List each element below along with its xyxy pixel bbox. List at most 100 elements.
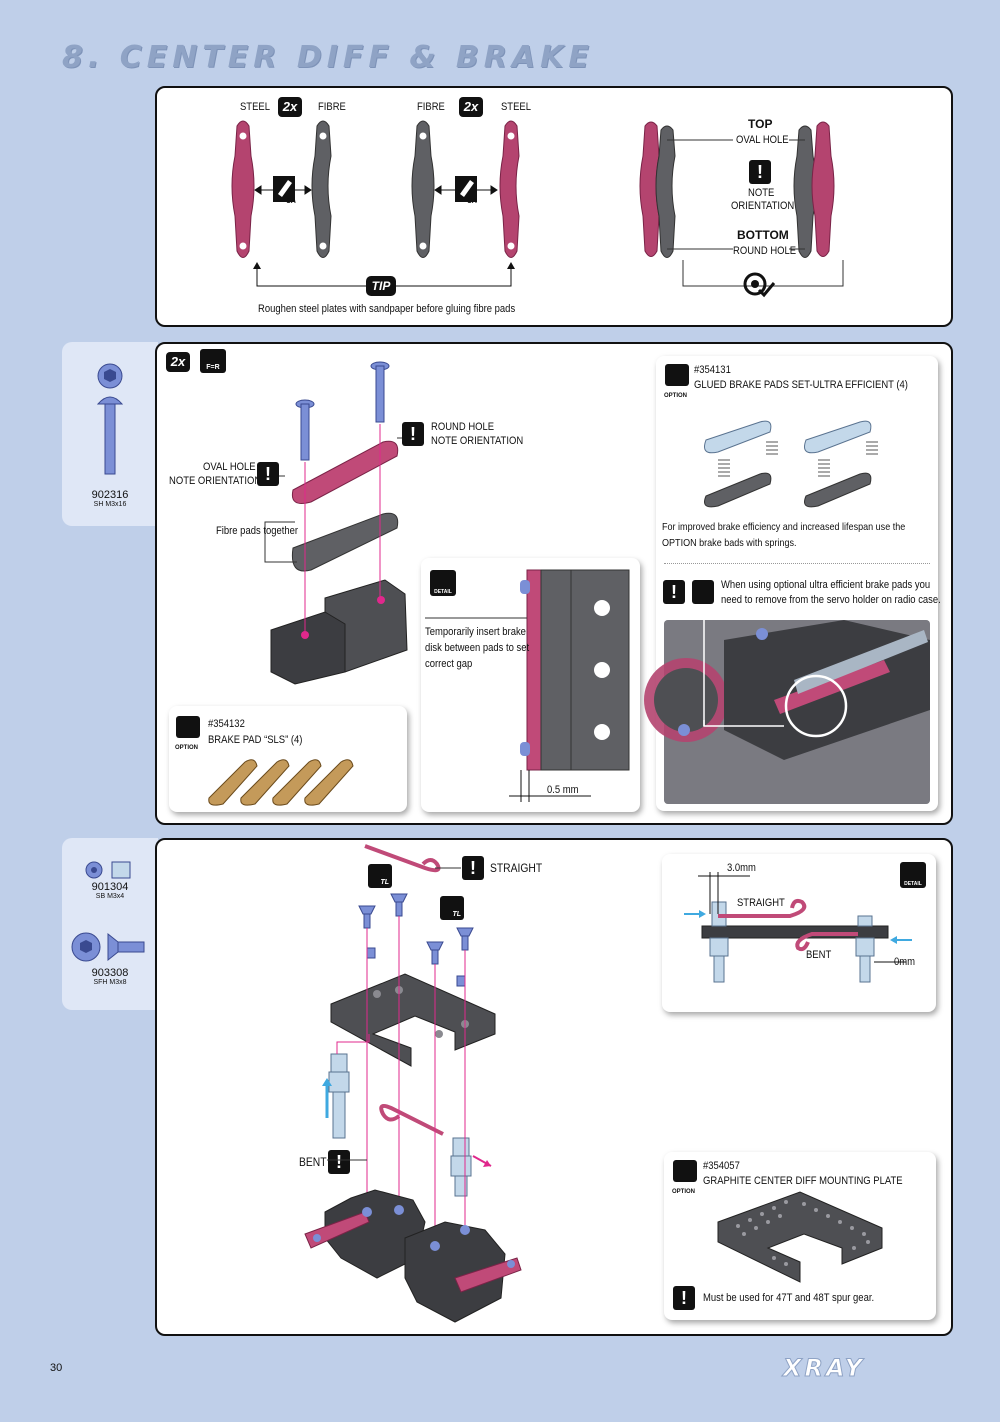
detail-text-1: Temporarily insert brake [425,626,526,638]
part-903308: 903308 SFH M3x8 [78,967,142,986]
fibre-label-right: FIBRE [417,101,445,113]
oval-hole-label: OVAL HOLE [736,134,789,146]
steel-label-left: STEEL [240,101,270,113]
option2-code: #354132 [208,718,245,730]
glue-bottle-icon [273,176,477,202]
option1-code: #354131 [694,364,731,376]
option-note: Must be used for 47T and 48T spur gear. [703,1292,875,1304]
fibre-plate-right [411,120,435,258]
fibre-label-left: FIBRE [318,101,346,113]
brake-gap-illustration [425,569,630,802]
straight-label: STRAIGHT [490,861,543,875]
option-code: #354057 [703,1160,740,1172]
warning-text-2: need to remove from the servo holder on … [721,594,941,606]
part-description: SH M3x16 [93,501,127,508]
warning-icon: ! [673,1286,695,1310]
dimension-3mm: 3.0mm [727,862,756,874]
bent-label: BENT [299,1155,327,1169]
front-rear-icon: F=R [200,349,226,373]
fibre-plate-left [311,120,332,258]
thread-lock-icon: TL [440,896,464,920]
option-name: GRAPHITE CENTER DIFF MOUNTING PLATE [703,1175,903,1187]
option2-name: BRAKE PAD “SLS” (4) [208,734,303,746]
check-gear-icon [743,272,776,298]
thumbs-up-option-icon [665,364,689,386]
detail-magnifier-icon: DETAIL [900,862,926,888]
assembled-pads-right [793,121,835,258]
fr-label: F=R [206,364,220,371]
round-hole-note: NOTE ORIENTATION [431,435,524,447]
separator [664,563,930,564]
glued-pads-with-springs-illustration [704,420,878,508]
note-label: NOTE [748,187,775,199]
part-901304: 901304 SB M3x4 [78,881,142,900]
diff-mount-blocks [304,1189,522,1323]
detail-magnifier-icon: DETAIL [430,570,456,596]
center-diff-mount-exploded-illustration [304,844,522,1323]
brake-rod-straight [364,844,441,873]
screwdriver-icon [692,580,714,604]
bottom-label: BOTTOM [737,228,789,242]
tl-label: TL [452,911,461,918]
detail-text-3: correct gap [425,658,473,670]
rod-detail-illustration [684,872,912,983]
button-head-screw-icon [96,363,124,475]
orientation-label: ORIENTATION [731,200,795,212]
brake-pad-exploded-illustration [261,361,408,685]
servo-holder-photo [644,620,930,804]
top-label: TOP [748,117,773,131]
quantity-2x-badge: 2x [166,352,190,372]
gap-dimension: 0.5 mm [547,784,579,796]
page-title: 8. CENTER DIFF & BRAKE [62,40,594,75]
option-label: OPTION [672,1189,696,1195]
thumbs-up-option-icon [176,716,200,738]
thumbs-up-option-icon [673,1160,697,1182]
option-label: OPTION [175,745,199,751]
detail-label: DETAIL [904,881,922,887]
mounting-plate [330,973,496,1067]
detail-label: DETAIL [434,589,452,595]
flat-head-screw-icon [71,932,145,962]
option1-text-2: OPTION brake bads with springs. [662,537,797,549]
option-label: OPTION [664,393,688,399]
fibre-pads-label: Fibre pads together [216,525,299,537]
part-description: SB M3x4 [95,893,125,900]
tip-text: Roughen steel plates with sandpaper befo… [258,303,516,315]
servo-mount-block [270,579,408,685]
warning-icon: ! [257,462,279,486]
part-description: SFH M3x8 [93,979,127,986]
quantity-2x-badge: 2x [278,97,302,117]
fibre-brake-pad [291,512,399,572]
sls-brake-pads-illustration [208,759,354,806]
brake-post-left [328,1053,350,1139]
detail-text-2: disk between pads to set [425,642,530,654]
brake-post-right [450,1137,472,1197]
part-code: 901304 [91,881,129,893]
xray-logo: XRAY [782,1354,866,1383]
steel-plate-right [499,120,520,258]
tip-badge: TIP [366,276,396,296]
warning-icon: ! [749,160,771,184]
part-code: 903308 [91,967,129,979]
detail-straight-label: STRAIGHT [737,897,785,909]
steel-label-right: STEEL [501,101,531,113]
warning-icon: ! [328,1150,350,1174]
dimension-0mm: 0mm [894,956,916,968]
flat-head-screws [358,893,474,965]
ca-label: CA [286,198,297,205]
option1-name: GLUED BRAKE PADS SET-ULTRA EFFICIENT (4) [694,379,908,391]
warning-icon: ! [462,856,484,880]
steel-brake-pad [291,440,399,504]
brake-pad-gluing-illustration [231,120,844,298]
round-hole-label: ROUND HOLE [733,245,797,257]
warning-icon: ! [402,422,424,446]
detail-bent-label: BENT [806,949,832,961]
oval-hole-note: NOTE ORIENTATION [169,475,262,487]
assembled-pads-left [639,121,676,258]
quantity-2x-badge: 2x [459,97,483,117]
brake-rod-bent [379,1104,444,1136]
tl-label: TL [380,879,389,886]
thread-lock-icon: TL [368,864,392,888]
round-hole-label: ROUND HOLE [431,421,495,433]
parts-sidebar-step3 [62,838,158,1010]
